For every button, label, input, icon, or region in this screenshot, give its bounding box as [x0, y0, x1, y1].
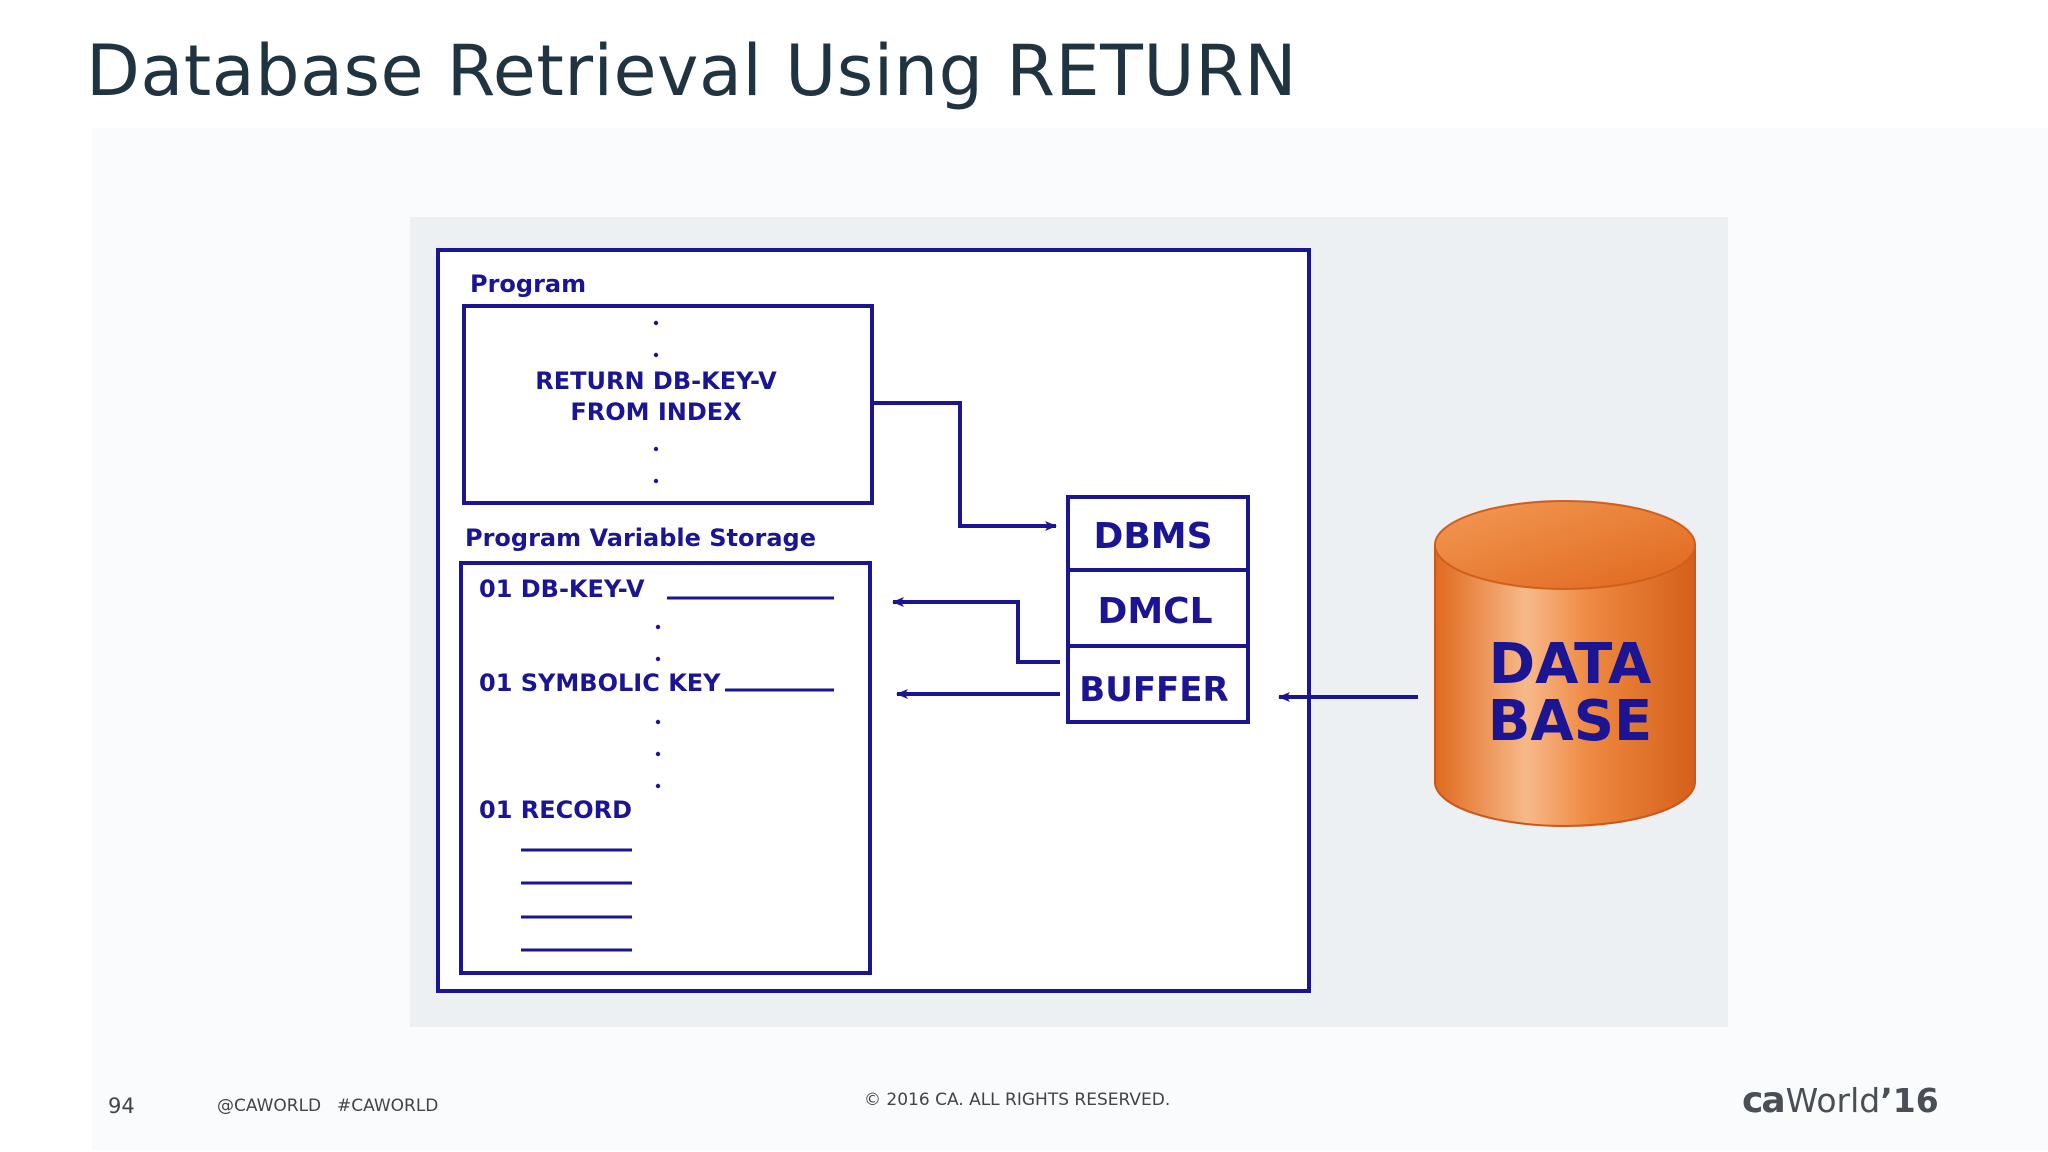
copyright-notice: © 2016 CA. ALL RIGHTS RESERVED.	[864, 1090, 1171, 1110]
program-label: Program	[470, 270, 586, 298]
dbms-label: DBMS	[1093, 516, 1212, 557]
record-field-lines	[521, 848, 632, 952]
database-label-line1: DATA	[1489, 632, 1652, 697]
storage-ellipsis	[655, 624, 661, 789]
dmcl-label: DMCL	[1097, 591, 1212, 632]
dbms-box	[1066, 495, 1250, 572]
database-cylinder: DATA BASE	[1434, 500, 1696, 827]
storage-item-record: 01 RECORD	[479, 796, 632, 824]
dbms-stack: DBMS DMCL BUFFER	[1066, 495, 1250, 724]
return-statement-line1: RETURN DB-KEY-V	[535, 367, 777, 395]
program-box	[462, 304, 874, 505]
page-number: 94	[108, 1094, 135, 1118]
dmcl-box	[1066, 568, 1250, 648]
slide-title: Database Retrieval Using RETURN	[86, 30, 1298, 112]
buffer-label: BUFFER	[1079, 670, 1228, 710]
logo-year-text: ’16	[1880, 1081, 1939, 1120]
return-request-arrow	[872, 401, 1057, 531]
storage-box	[459, 561, 872, 975]
twitter-handle: @CAWORLD	[217, 1096, 322, 1116]
database-label-line2: BASE	[1488, 689, 1653, 754]
event-hashtag: #CAWORLD	[337, 1096, 439, 1116]
logo-world-text: World	[1785, 1081, 1881, 1120]
storage-item-symbolic-key: 01 SYMBOLIC KEY	[479, 669, 721, 697]
db-key-return-arrow	[892, 597, 1060, 664]
program-ellipsis	[653, 320, 659, 484]
ca-logo-mark: ca	[1742, 1080, 1786, 1121]
return-statement-line2: FROM INDEX	[570, 398, 742, 426]
storage-label: Program Variable Storage	[465, 524, 816, 552]
ca-world-logo: caWorld’16	[1742, 1080, 1939, 1121]
storage-item-db-key: 01 DB-KEY-V	[479, 575, 645, 603]
buffer-box	[1066, 644, 1250, 724]
